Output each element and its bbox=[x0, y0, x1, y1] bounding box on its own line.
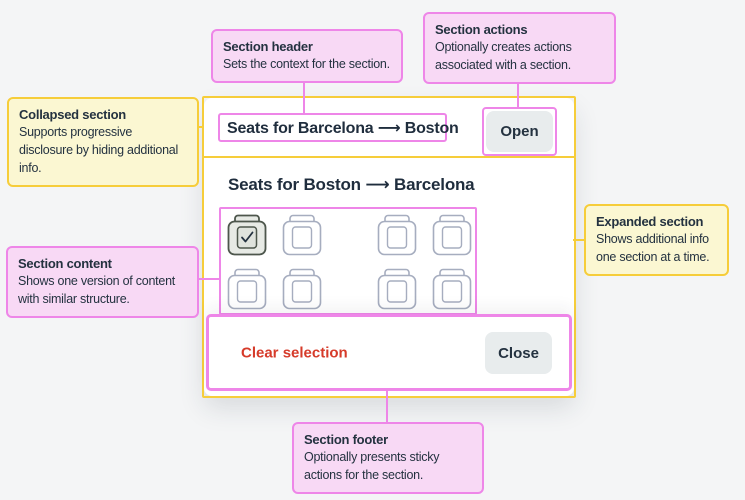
collapsed-section-title: Seats for Barcelona ⟶ Boston bbox=[227, 119, 459, 137]
seat-icon[interactable] bbox=[227, 268, 267, 310]
callout-body: Optionally presents sticky actions for t… bbox=[304, 450, 440, 483]
callout-expanded-section: Expanded section Shows additional info o… bbox=[584, 204, 729, 276]
callout-body: Shows additional info one section at a t… bbox=[596, 232, 710, 265]
open-button[interactable]: Open bbox=[486, 111, 553, 152]
clear-selection-link[interactable]: Clear selection bbox=[241, 344, 348, 361]
callout-body: Sets the context for the section. bbox=[223, 57, 390, 72]
seat-icon[interactable] bbox=[432, 268, 472, 310]
expanded-section-title: Seats for Boston ⟶ Barcelona bbox=[228, 175, 475, 194]
callout-collapsed-section: Collapsed section Supports progressive d… bbox=[7, 97, 199, 187]
seat-row bbox=[227, 268, 475, 310]
section-actions-outline: Open bbox=[482, 107, 557, 156]
callout-title: Section header bbox=[223, 39, 313, 54]
seat-icon[interactable] bbox=[282, 214, 322, 256]
seat-icon[interactable] bbox=[377, 214, 417, 256]
connector-section-footer bbox=[386, 388, 388, 424]
callout-title: Expanded section bbox=[596, 214, 704, 229]
callout-title: Section footer bbox=[304, 432, 388, 447]
connector-section-content bbox=[197, 278, 221, 280]
seat-grid bbox=[219, 207, 477, 315]
connector-expanded-section bbox=[573, 239, 586, 241]
callout-section-header: Section header Sets the context for the … bbox=[211, 29, 403, 84]
callout-body: Supports progressive disclosure by hidin… bbox=[19, 125, 179, 175]
callout-section-actions: Section actions Optionally creates actio… bbox=[423, 12, 616, 84]
callout-title: Section actions bbox=[435, 22, 528, 37]
callout-body: Optionally creates actions associated wi… bbox=[435, 40, 572, 73]
section-header-outline: Seats for Barcelona ⟶ Boston bbox=[218, 113, 459, 142]
seat-icon[interactable] bbox=[432, 214, 472, 256]
seat-row bbox=[227, 214, 475, 256]
seat-icon[interactable] bbox=[282, 268, 322, 310]
callout-title: Collapsed section bbox=[19, 107, 126, 122]
connector-section-header bbox=[303, 78, 305, 115]
callout-title: Section content bbox=[18, 256, 112, 271]
callout-section-content: Section content Shows one version of con… bbox=[6, 246, 199, 318]
seat-icon[interactable] bbox=[377, 268, 417, 310]
seat-icon-selected[interactable] bbox=[227, 214, 267, 256]
section-footer-outline: Clear selection Close bbox=[206, 314, 572, 391]
close-button[interactable]: Close bbox=[485, 332, 552, 374]
connector-collapsed-section bbox=[197, 126, 204, 128]
callout-body: Shows one version of content with simila… bbox=[18, 274, 175, 307]
expanded-section-outline bbox=[202, 156, 576, 398]
connector-section-actions bbox=[517, 77, 519, 108]
callout-section-footer: Section footer Optionally presents stick… bbox=[292, 422, 484, 494]
